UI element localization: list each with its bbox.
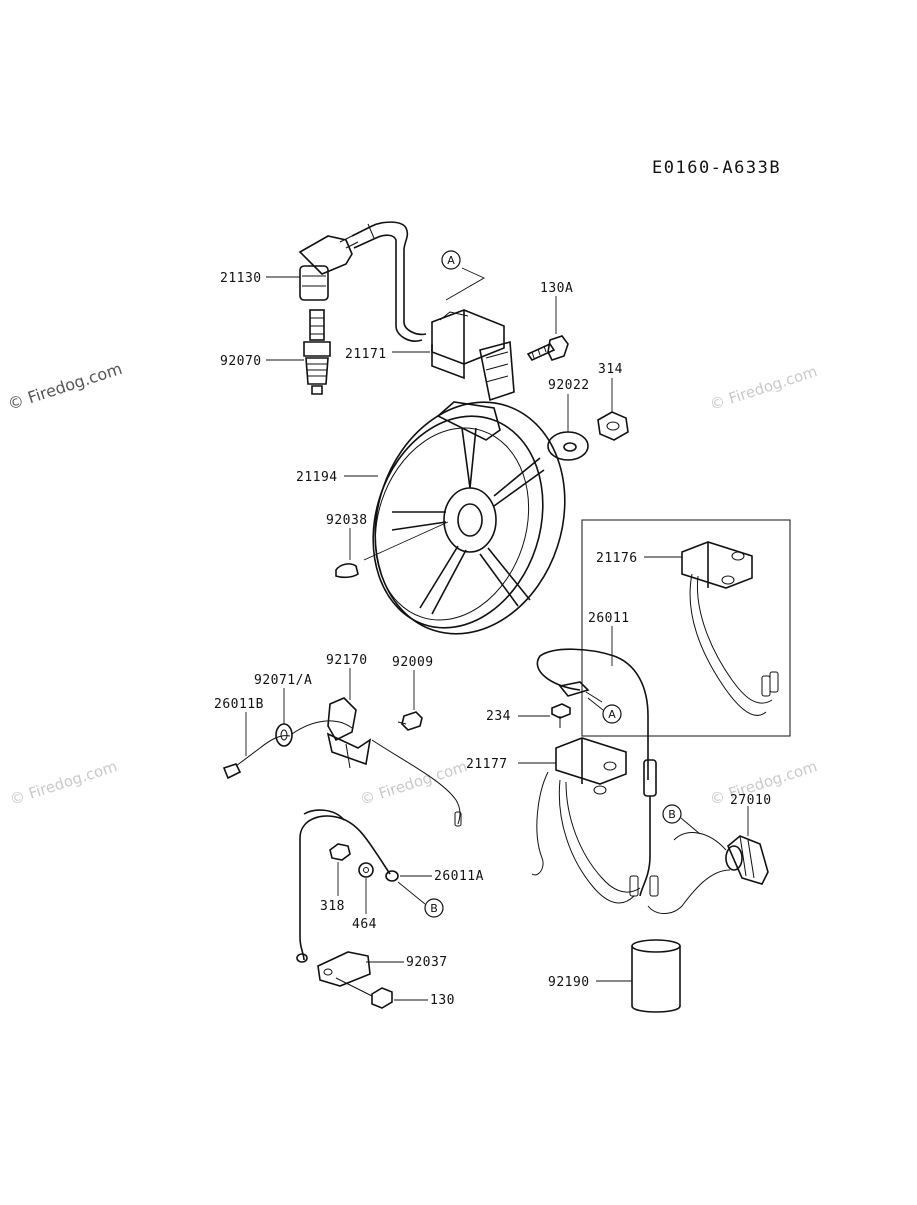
ignition-coil-21171 bbox=[431, 309, 515, 402]
switch-27010 bbox=[647, 832, 769, 914]
ignitor-21177 bbox=[531, 737, 659, 904]
bracket-92170 bbox=[326, 697, 372, 769]
label-318: 318 bbox=[320, 899, 345, 914]
label-130: 130 bbox=[430, 993, 455, 1008]
ref-B-switch-letter: B bbox=[668, 808, 676, 821]
nut-318 bbox=[329, 843, 351, 861]
label-21130: 21130 bbox=[220, 271, 262, 286]
nut-314 bbox=[597, 411, 629, 441]
clamp-92037 bbox=[317, 951, 371, 987]
label-21177: 21177 bbox=[466, 757, 508, 772]
diagram-code: E0160-A633B bbox=[652, 158, 781, 178]
label-92038: 92038 bbox=[326, 513, 368, 528]
ref-A-top-letter: A bbox=[447, 254, 455, 267]
key-92038 bbox=[335, 563, 359, 579]
label-92190: 92190 bbox=[548, 975, 590, 990]
label-92009: 92009 bbox=[392, 655, 434, 670]
ref-B-ground bbox=[424, 898, 444, 918]
label-21194: 21194 bbox=[296, 470, 338, 485]
label-92022: 92022 bbox=[548, 378, 590, 393]
inset-box bbox=[581, 519, 791, 737]
label-26011: 26011 bbox=[588, 611, 630, 626]
ref-A-harness bbox=[602, 704, 622, 724]
bolt-92009 bbox=[397, 711, 423, 731]
label-92070: 92070 bbox=[220, 354, 262, 369]
watermark-center: © Firedog.com bbox=[358, 757, 470, 809]
watermark-right: © Firedog.com bbox=[708, 362, 820, 414]
label-21171: 21171 bbox=[345, 347, 387, 362]
label-92170: 92170 bbox=[326, 653, 368, 668]
high-tension-lead bbox=[351, 221, 427, 342]
label-27010: 27010 bbox=[730, 793, 772, 808]
lead-26011B bbox=[222, 720, 462, 827]
label-26011B: 26011B bbox=[214, 697, 264, 712]
watermark-left: © Firedog.com bbox=[8, 757, 120, 809]
ref-B-switch bbox=[662, 804, 682, 824]
screw-234 bbox=[551, 703, 571, 728]
label-92071A: 92071/A bbox=[254, 673, 312, 688]
label-464: 464 bbox=[352, 917, 377, 932]
plug-cap-21130 bbox=[298, 235, 359, 301]
label-130A: 130A bbox=[540, 281, 573, 296]
tube-92190 bbox=[631, 939, 681, 1013]
bolt-130A bbox=[526, 335, 569, 362]
label-234: 234 bbox=[486, 709, 511, 724]
label-314: 314 bbox=[598, 362, 623, 377]
label-92037: 92037 bbox=[406, 955, 448, 970]
ref-B-ground-letter: B bbox=[430, 902, 438, 915]
ground-lead-26011A bbox=[296, 809, 399, 963]
washer-464 bbox=[358, 862, 374, 878]
label-26011A: 26011A bbox=[434, 869, 484, 884]
leader-ref-A-harness bbox=[587, 697, 604, 711]
grommet-92071 bbox=[275, 723, 293, 747]
leader-ref-A-top bbox=[445, 267, 485, 301]
harness-26011 bbox=[536, 648, 657, 897]
ref-A-harness-letter: A bbox=[608, 708, 616, 721]
leader-92038-shaft bbox=[363, 521, 449, 561]
flywheel-21194 bbox=[372, 401, 566, 635]
label-21176: 21176 bbox=[596, 551, 638, 566]
watermark-left-dark: © Firedog.com bbox=[5, 359, 124, 414]
spark-plug-92070 bbox=[303, 309, 331, 395]
bolt-130 bbox=[335, 977, 393, 1009]
ignitor-21176 bbox=[681, 541, 779, 716]
washer-92022 bbox=[547, 431, 589, 461]
leader-ref-B-ground bbox=[397, 881, 426, 905]
ref-A-top bbox=[441, 250, 461, 270]
leader-ref-B-switch bbox=[680, 817, 701, 835]
